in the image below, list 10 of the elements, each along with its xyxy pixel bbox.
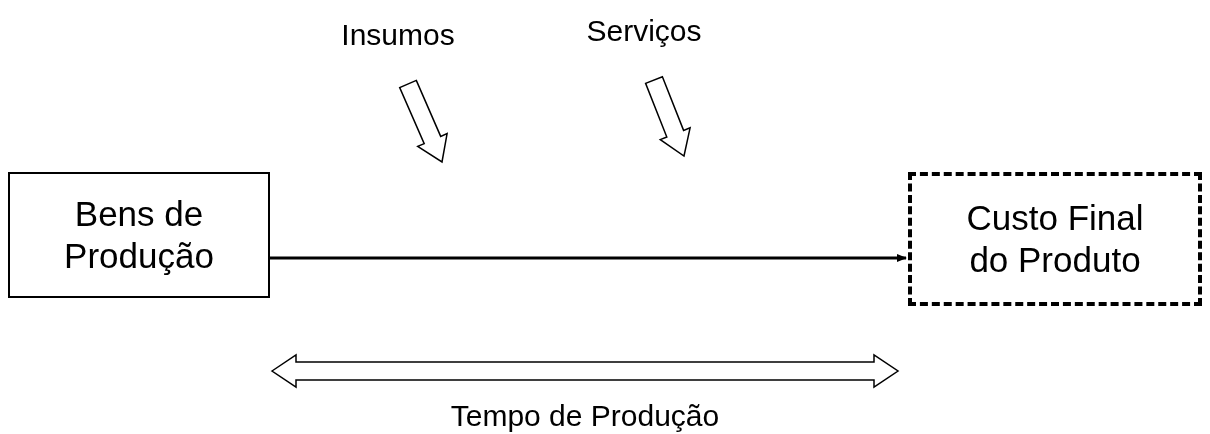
label-text: Tempo de Produção (450, 398, 720, 434)
result-box (908, 172, 1202, 306)
hollow-arrow (398, 79, 449, 164)
hollow-arrow (644, 75, 692, 158)
arrow (270, 254, 907, 262)
box-label: Custo Final do Produto (965, 197, 1145, 281)
label-text: Insumos (341, 17, 455, 53)
box-label: Bens de Produção (63, 193, 215, 277)
process-box (8, 172, 270, 298)
label-text: Serviços (586, 13, 702, 49)
